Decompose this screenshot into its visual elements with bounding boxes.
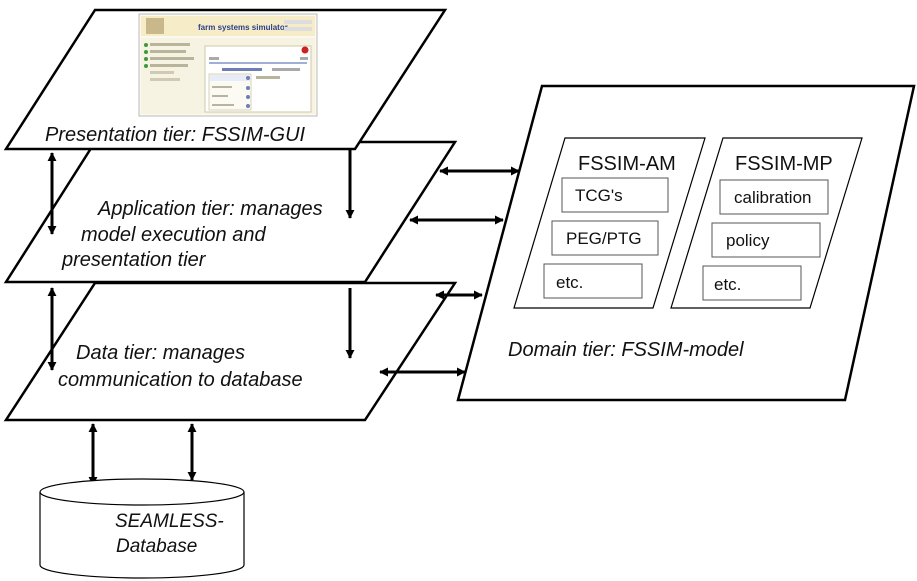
domain-tier-label: Domain tier: FSSIM-model xyxy=(508,339,744,361)
am-etc-box xyxy=(543,263,643,299)
calibration-box xyxy=(719,179,829,215)
fssim-gui-screenshot: farm systems simulator xyxy=(138,13,318,117)
fssim-mp-title: FSSIM-MP xyxy=(735,153,833,175)
mp-etc-label: etc. xyxy=(714,275,741,294)
data-tier-label-line2: communication to database xyxy=(58,369,303,391)
application-tier-label-line2: model execution and xyxy=(81,224,266,246)
calibration-label: calibration xyxy=(734,188,812,207)
presentation-tier-label: Presentation tier: FSSIM-GUI xyxy=(45,124,306,146)
peg-ptg-box xyxy=(551,220,659,256)
mp-etc-box xyxy=(702,265,802,301)
app-logo xyxy=(146,18,164,34)
policy-box xyxy=(711,222,821,258)
database-label-line2: Database xyxy=(116,536,197,557)
tcgs-label: TCG's xyxy=(575,186,623,205)
tcgs-box xyxy=(561,177,669,213)
policy-label: policy xyxy=(726,231,770,250)
application-tier-label-line1: Application tier: manages xyxy=(97,198,323,220)
data-tier-label-line1: Data tier: manages xyxy=(76,342,245,364)
am-etc-label: etc. xyxy=(556,273,583,292)
peg-ptg-label: PEG/PTG xyxy=(566,229,642,248)
seamless-database xyxy=(39,478,245,579)
database-label-line1: SEAMLESS- xyxy=(115,511,224,532)
application-tier-label-line3: presentation tier xyxy=(61,249,207,271)
screenshot-title: farm systems simulator xyxy=(198,23,288,32)
fssim-am-title: FSSIM-AM xyxy=(578,153,676,175)
